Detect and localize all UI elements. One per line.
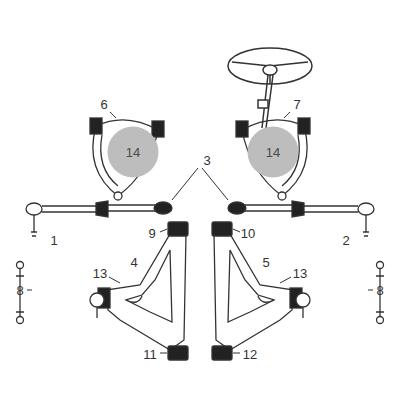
callout-number: 5 xyxy=(260,255,271,270)
callout-circle: 14 xyxy=(247,126,299,178)
callout-number: 14 xyxy=(107,126,159,178)
callout-number: 13 xyxy=(291,266,309,281)
callout-number: 9 xyxy=(146,226,157,241)
callout-number: 3 xyxy=(201,153,212,168)
callout-number: 13 xyxy=(91,266,109,281)
callout-number: 4 xyxy=(128,255,139,270)
callout-number: 12 xyxy=(241,347,259,362)
callout-circle: 14 xyxy=(107,126,159,178)
callout-number: 7 xyxy=(291,97,302,112)
callout-number: 10 xyxy=(239,226,257,241)
callout-number: 1 xyxy=(48,233,59,248)
callout-number: 11 xyxy=(141,347,159,362)
callout-number: 6 xyxy=(98,97,109,112)
callout-number: 8 xyxy=(14,283,25,298)
callout-number: 2 xyxy=(340,233,351,248)
circle-shape xyxy=(108,127,159,178)
callout-number: 14 xyxy=(247,126,299,178)
callout-number: 8 xyxy=(374,283,385,298)
circle-shape xyxy=(248,127,299,178)
